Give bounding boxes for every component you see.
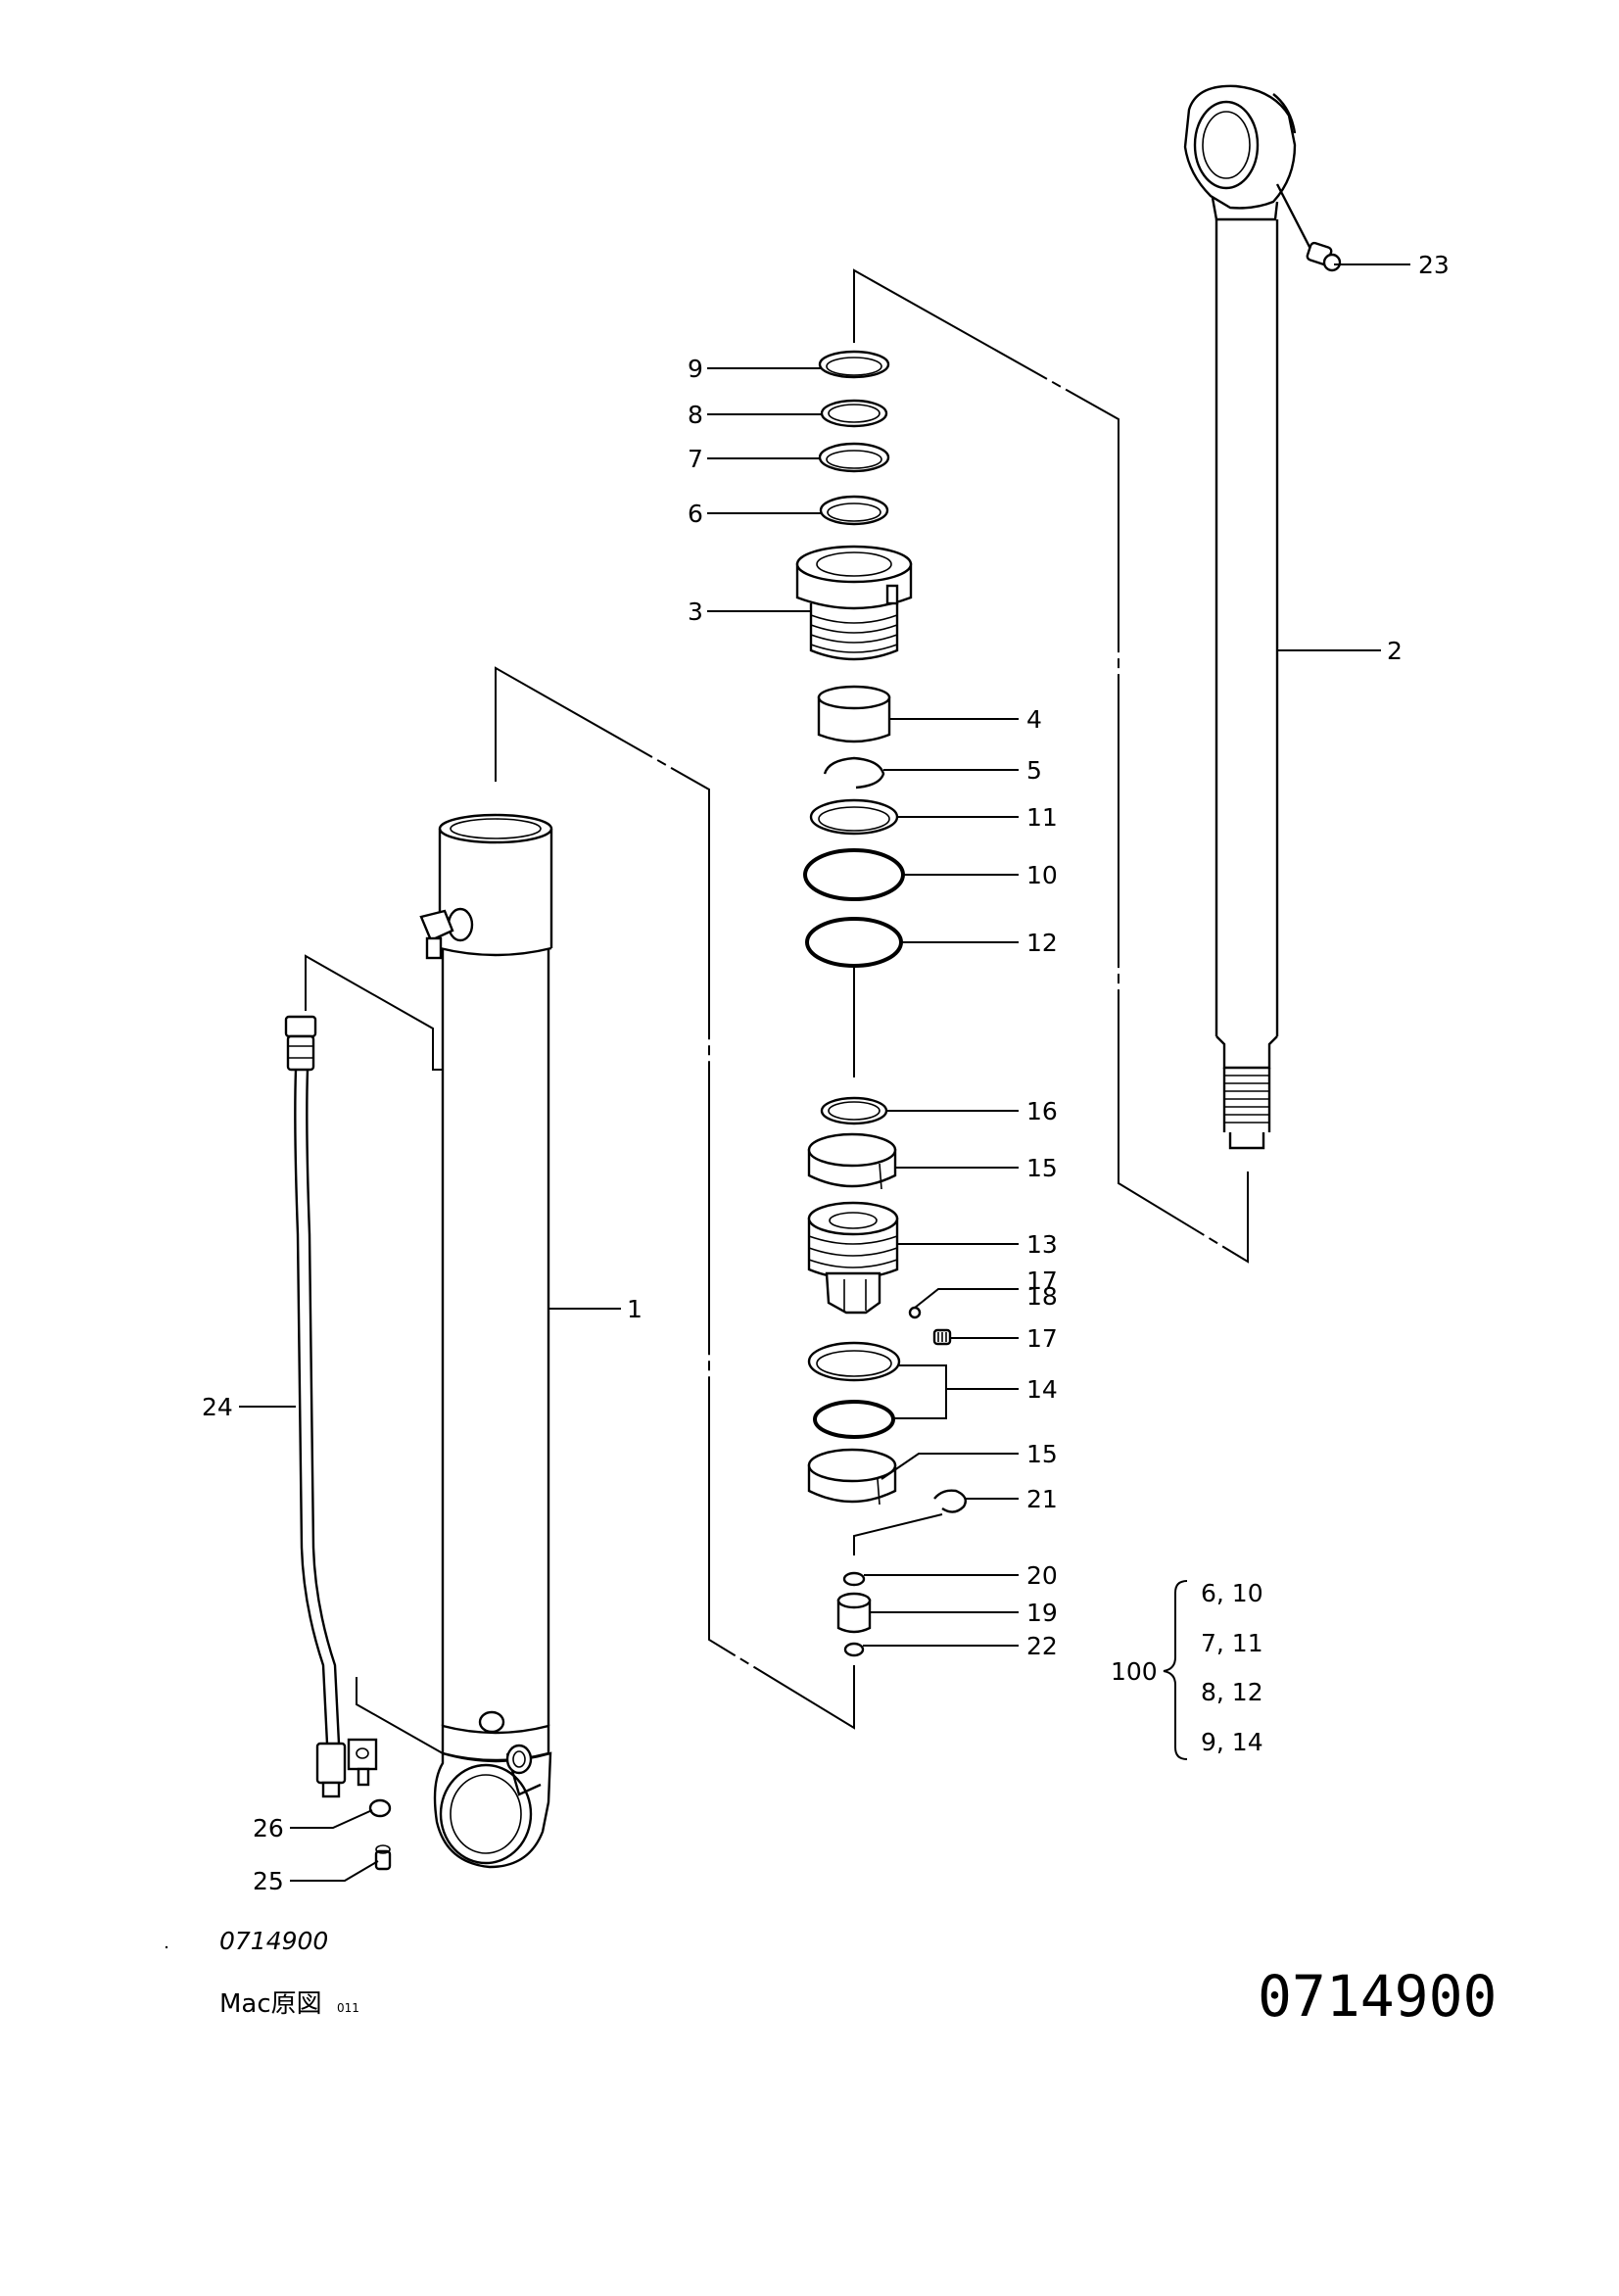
callout-6: 6 <box>688 500 703 528</box>
callout-17-lower: 17 <box>1026 1324 1058 1353</box>
callout-26: 26 <box>253 1814 284 1842</box>
mac-label: Mac原図 <box>219 1989 322 2019</box>
assembly-phantom-lines <box>305 268 1249 1754</box>
pipe-part-24 <box>284 1015 392 1871</box>
callout-3: 3 <box>688 598 703 626</box>
callout-20: 20 <box>1026 1561 1058 1590</box>
callout-21: 21 <box>1026 1485 1058 1513</box>
callout-1: 1 <box>627 1295 643 1323</box>
callout-5: 5 <box>1026 756 1042 785</box>
callout-9: 9 <box>688 355 703 383</box>
callout-7: 7 <box>688 445 703 473</box>
kit-row: 6, 10 <box>1201 1579 1263 1607</box>
piston-rod <box>1183 84 1297 1150</box>
callout-4: 4 <box>1026 705 1042 734</box>
callout-16: 16 <box>1026 1097 1058 1125</box>
callout-25: 25 <box>253 1867 284 1895</box>
callout-15-lower: 15 <box>1026 1440 1058 1468</box>
callout-10: 10 <box>1026 861 1058 889</box>
callout-8: 8 <box>688 401 703 429</box>
footer: 0714900 Mac原図 011 0714900 <box>165 1927 1497 2030</box>
callout-14: 14 <box>1026 1375 1058 1404</box>
grease-fitting-part-23 <box>1275 183 1342 272</box>
callout-19: 19 <box>1026 1599 1058 1627</box>
drawing-code-large: 0714900 <box>1258 1963 1497 2030</box>
seal-kit-list: 100 6, 10 7, 11 8, 12 9, 14 <box>1111 1579 1263 1756</box>
kit-row: 9, 14 <box>1201 1728 1263 1756</box>
mac-sub-label: 011 <box>337 2001 359 2015</box>
seal-parts-stack <box>795 350 967 1657</box>
callout-17-upper: 17 <box>1026 1267 1058 1295</box>
callout-11: 11 <box>1026 803 1058 832</box>
kit-number: 100 <box>1111 1657 1158 1686</box>
kit-row: 7, 11 <box>1201 1629 1263 1657</box>
callout-labels: 23 2 1 9 8 7 6 3 4 5 11 10 12 16 15 13 1… <box>202 251 1450 1895</box>
cylinder-tube <box>419 813 553 1869</box>
kit-row: 8, 12 <box>1201 1678 1263 1706</box>
callout-18: 18 <box>1026 1282 1058 1311</box>
drawing-code-small: 0714900 <box>219 1927 328 1955</box>
callout-22: 22 <box>1026 1632 1058 1660</box>
dot-mark <box>165 1945 168 1949</box>
callout-23: 23 <box>1418 251 1450 279</box>
callout-24: 24 <box>202 1393 233 1421</box>
callout-15-upper: 15 <box>1026 1154 1058 1182</box>
callout-13: 13 <box>1026 1230 1058 1259</box>
leader-lines <box>239 263 1410 1882</box>
callout-2: 2 <box>1387 637 1403 665</box>
callout-12: 12 <box>1026 929 1058 957</box>
